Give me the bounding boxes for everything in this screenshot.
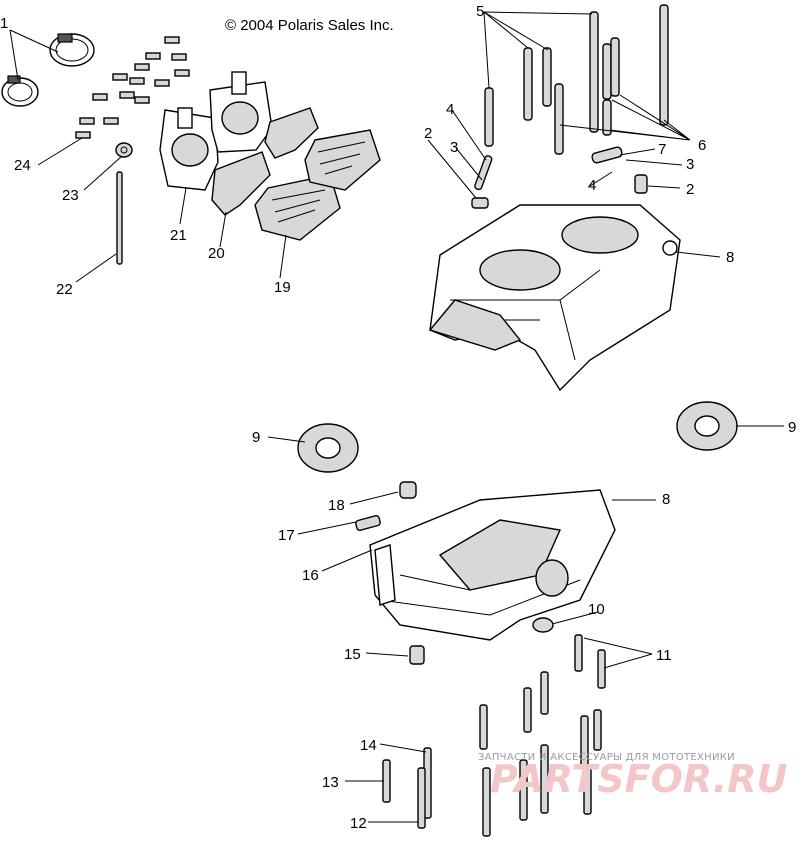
fitting (355, 515, 381, 531)
callout-10: 10 (588, 601, 605, 618)
upper-crankcase (428, 204, 681, 392)
leader-lines (9, 11, 784, 823)
hose-clamps (1, 33, 95, 107)
callout-24: 24 (14, 157, 31, 174)
callout-23: 23 (62, 187, 79, 204)
copyright-notice: © 2004 Polaris Sales Inc. (225, 17, 394, 34)
callout-5: 5 (476, 3, 484, 20)
callout-11: 11 (656, 647, 672, 664)
watermark-site: PARTSFOR.RU (490, 757, 788, 801)
callout-2-lower: 2 (686, 181, 694, 198)
callout-18: 18 (328, 497, 345, 514)
washer (115, 142, 133, 158)
crankcase-bolts (382, 634, 606, 837)
callout-21: 21 (170, 227, 187, 244)
plug (409, 645, 425, 665)
lower-crankcase (369, 489, 616, 641)
cylinder-studs (484, 4, 669, 155)
callout-7: 7 (658, 141, 666, 158)
seal-right (676, 401, 738, 451)
callout-labels: 1 2 2 3 3 4 4 5 6 7 8 8 9 9 10 11 12 13 … (0, 3, 796, 832)
callout-3-left: 3 (450, 139, 458, 156)
callout-20: 20 (208, 245, 225, 262)
intake-adapter (159, 71, 273, 191)
callout-19: 19 (274, 279, 291, 296)
callout-4-upper: 4 (446, 101, 454, 118)
bushing (399, 481, 417, 499)
dowel-pins (471, 146, 648, 209)
reed-spacer (211, 107, 319, 216)
callout-2-upper: 2 (424, 125, 432, 142)
reed-cage (254, 129, 381, 241)
callout-3-right: 3 (686, 156, 694, 173)
seal-left (297, 423, 359, 473)
callout-15: 15 (344, 646, 361, 663)
drain-plug (532, 617, 554, 633)
callout-8-upper: 8 (726, 249, 734, 266)
rod (116, 171, 123, 265)
callout-8-lower: 8 (662, 491, 670, 508)
callout-6: 6 (698, 137, 706, 154)
small-bolts (75, 36, 190, 139)
callout-4-lower: 4 (588, 177, 596, 194)
callout-1: 1 (0, 15, 8, 32)
callout-14: 14 (360, 737, 377, 754)
callout-22: 22 (56, 281, 73, 298)
callout-9-right: 9 (788, 419, 796, 436)
callout-16: 16 (302, 567, 319, 584)
watermark-tagline: ЗАПЧАСТИ И АКСЕССУАРЫ ДЛЯ МОТОТЕХНИКИ (478, 752, 735, 763)
callout-12: 12 (350, 815, 367, 832)
callout-13: 13 (322, 774, 339, 791)
callout-9-left: 9 (252, 429, 260, 446)
callout-17: 17 (278, 527, 295, 544)
